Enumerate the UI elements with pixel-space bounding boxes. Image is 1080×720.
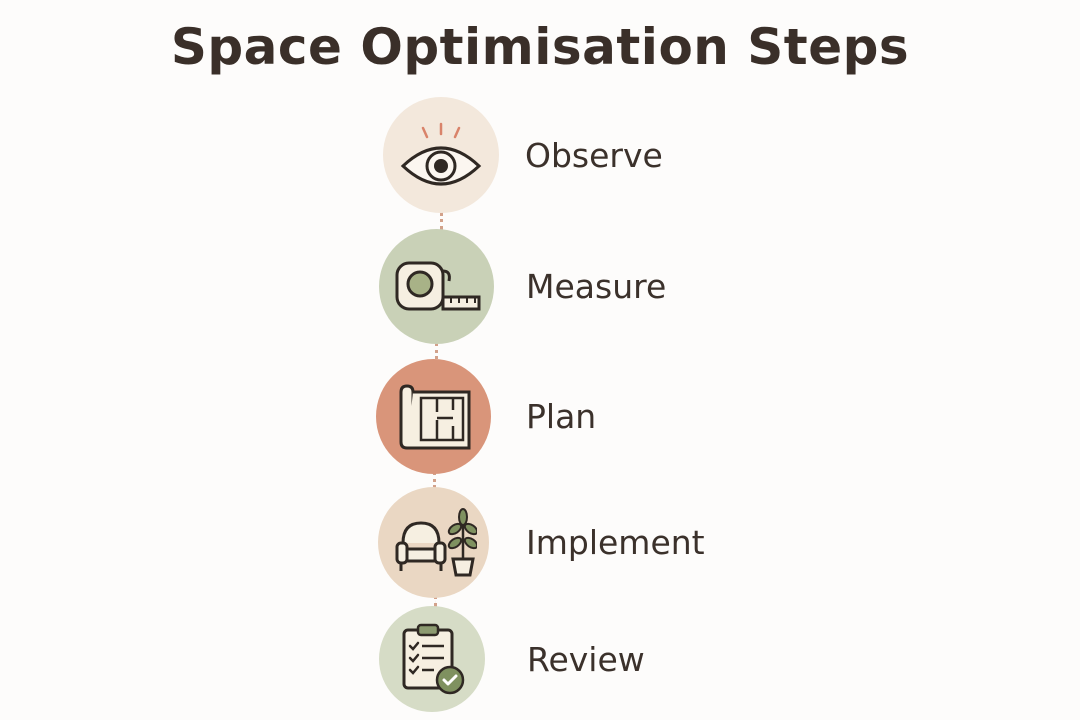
step-label: Review xyxy=(527,639,645,679)
armchair-plant-icon xyxy=(391,507,477,579)
floor-plan-icon xyxy=(393,382,475,452)
step-circle xyxy=(376,359,491,474)
step-measure: Measure xyxy=(379,229,666,344)
step-review: Review xyxy=(379,606,645,712)
step-circle xyxy=(379,229,494,344)
step-circle xyxy=(383,97,499,213)
step-circle xyxy=(378,487,489,598)
step-label: Measure xyxy=(526,267,667,306)
step-plan: Plan xyxy=(376,359,596,474)
diagram-title: Space Optimisation Steps xyxy=(170,18,910,76)
step-label: Observe xyxy=(525,135,663,175)
tape-measure-icon xyxy=(391,257,483,317)
clipboard-check-icon xyxy=(396,622,468,696)
step-circle xyxy=(379,606,485,712)
connector-3 xyxy=(433,472,436,488)
eye-icon xyxy=(399,120,483,190)
connector-1 xyxy=(440,212,443,230)
step-label: Implement xyxy=(526,523,705,562)
step-label: Plan xyxy=(526,397,597,436)
connector-4 xyxy=(434,595,437,607)
step-implement: Implement xyxy=(378,487,705,598)
step-observe: Observe xyxy=(383,97,663,213)
connector-2 xyxy=(435,343,438,359)
